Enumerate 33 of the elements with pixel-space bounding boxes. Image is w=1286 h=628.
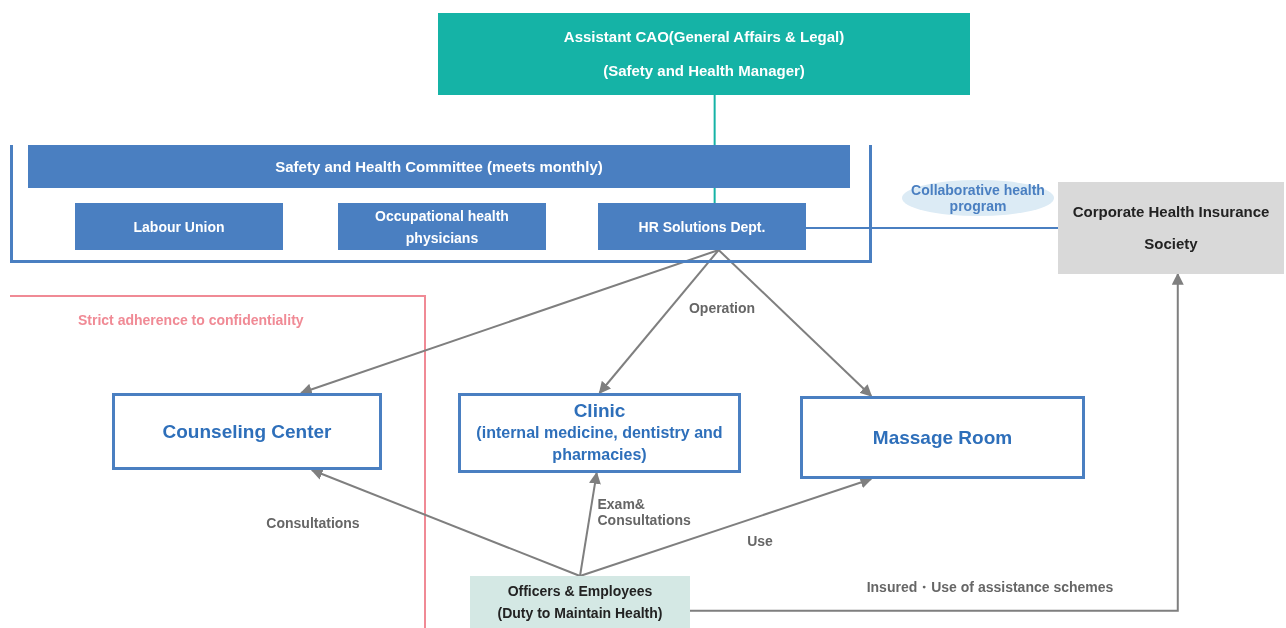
employees-box [470, 576, 690, 628]
node-title: Officers & Employees [506, 582, 654, 601]
node-title: Assistant CAO(General Affairs & Legal) [562, 27, 846, 47]
arrow [689, 272, 1184, 612]
node-title: Occupational health physicians [374, 206, 510, 248]
insurance-box [1058, 182, 1284, 274]
committee-frame [10, 145, 872, 263]
arrow [310, 468, 581, 577]
edge-label: Collaborative health program [902, 180, 1054, 216]
node-title: Counseling Center [161, 420, 333, 443]
node-subtitle: (Duty to Maintain Health) [496, 604, 664, 623]
member-box [598, 203, 806, 250]
node-subtitle: (internal medicine, dentistry and pharmacies) [475, 423, 724, 465]
arrow [598, 249, 720, 394]
confidentiality-note: Strict adherence to confidentiality [76, 312, 306, 328]
facility-box [112, 393, 382, 470]
node-subtitle: (Safety and Health Manager) [602, 61, 806, 81]
committee-heading: Safety and Health Committee (meets monthly) [28, 145, 850, 188]
node-title: Corporate Health Insurance Society [1071, 202, 1271, 254]
member-box [75, 203, 283, 250]
node-title: Labour Union [132, 217, 226, 237]
node-title: HR Solutions Dept. [637, 217, 767, 237]
arrow [579, 471, 601, 577]
manager-box [438, 13, 970, 95]
edge-label: Use [745, 533, 775, 549]
node-title: Massage Room [871, 426, 1014, 449]
facility-box [458, 393, 741, 473]
edge-label: Operation [686, 300, 758, 316]
edge-label: Consultations [264, 515, 362, 531]
member-box [338, 203, 546, 250]
facility-box [800, 396, 1085, 479]
arrow [717, 249, 873, 397]
node-title: Clinic [572, 400, 627, 422]
